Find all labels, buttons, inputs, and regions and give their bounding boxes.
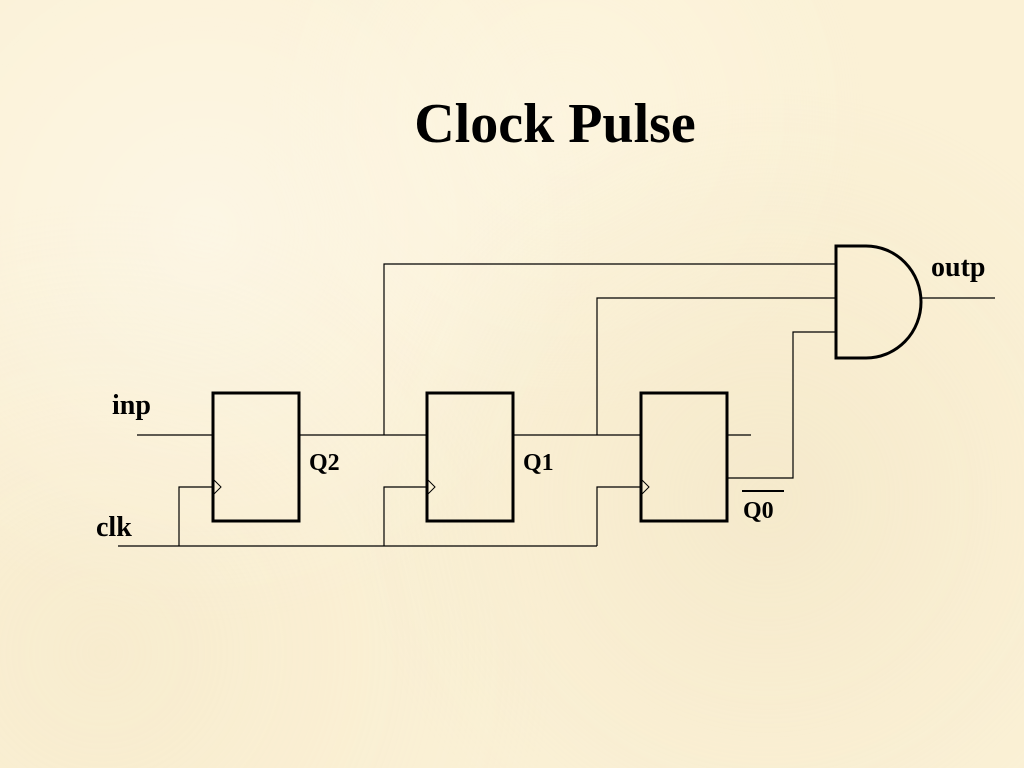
clock-branch-q1 (383, 486, 427, 546)
q1-label: Q1 (523, 450, 554, 476)
q0-bar-to-gate-wire (727, 331, 836, 479)
clock-edge-marker-q1 (426, 478, 436, 496)
q0-bar-label: Q0 (743, 498, 774, 524)
and-gate (834, 244, 923, 360)
q2-to-gate-wire (383, 263, 836, 435)
clock-branch-q0 (596, 486, 641, 546)
clock-label: clk (96, 512, 132, 543)
output-label: outp (931, 252, 985, 283)
flip-flop-q0 (639, 391, 729, 523)
q2-label: Q2 (309, 450, 340, 476)
clock-edge-marker-q2 (212, 478, 222, 496)
slide-title: Clock Pulse (414, 93, 696, 155)
clock-edge-marker-q0 (640, 478, 650, 496)
input-label: inp (112, 390, 151, 421)
q1-to-gate-wire (596, 297, 836, 435)
flip-flop-q1 (425, 391, 515, 523)
clock-branch-q2 (178, 486, 213, 546)
flip-flop-q2 (211, 391, 301, 523)
